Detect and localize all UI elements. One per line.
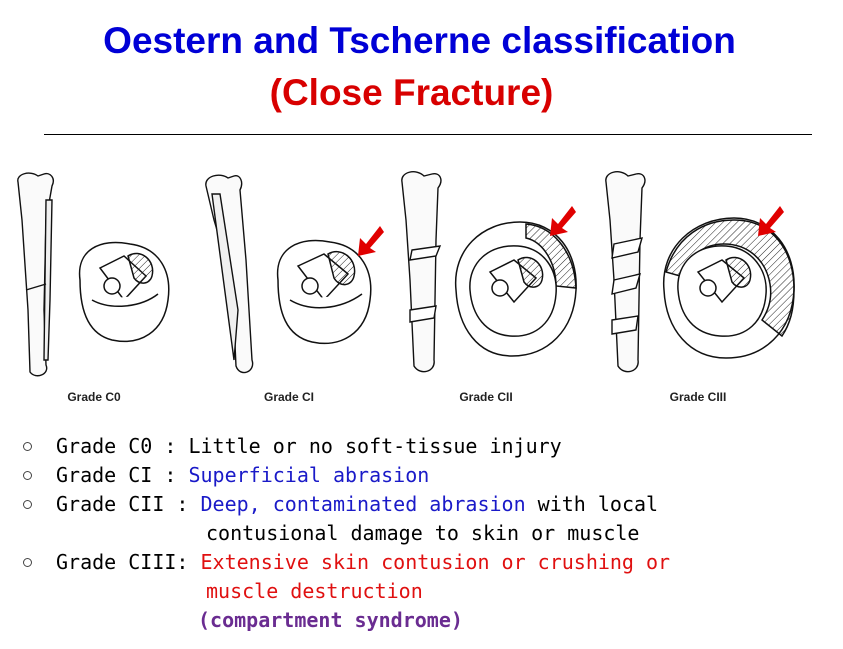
grade-label: Grade CI : bbox=[56, 463, 189, 487]
title-divider bbox=[44, 134, 812, 135]
grade-description-continuation: contusional damage to skin or muscle bbox=[206, 521, 640, 545]
figure-label-c0: Grade C0 bbox=[67, 390, 121, 404]
injury-arrow-ciii bbox=[758, 206, 784, 236]
grade-ciii-figure bbox=[605, 171, 795, 373]
grade-note: (compartment syndrome) bbox=[198, 608, 463, 632]
list-item-cii-continuation: contusional damage to skin or muscle bbox=[22, 519, 822, 548]
injury-arrow-ci bbox=[358, 226, 384, 256]
grade-description-continuation: muscle destruction bbox=[206, 579, 423, 603]
title-line-1: Oestern and Tscherne classification bbox=[103, 20, 736, 61]
grade-description: Extensive skin contusion or crushing or bbox=[200, 550, 671, 574]
cross-section-cii bbox=[454, 221, 577, 357]
list-item-cii: Grade CII : Deep, contaminated abrasion … bbox=[22, 490, 822, 519]
tibia-bone-c0 bbox=[17, 172, 54, 377]
figure-label-cii: Grade CII bbox=[459, 390, 513, 404]
list-item-ciii-note: (compartment syndrome) bbox=[22, 606, 822, 635]
figure-label-ciii: Grade CIII bbox=[669, 390, 727, 404]
cross-section-ciii bbox=[663, 217, 795, 359]
title-line-2: (Close Fracture) bbox=[269, 72, 554, 113]
cross-section-ci bbox=[276, 239, 372, 344]
tibia-bone-ci bbox=[205, 174, 254, 374]
grade-description-plain: with local bbox=[525, 492, 659, 516]
grade-c0-figure bbox=[17, 172, 170, 377]
list-item-ci: Grade CI : Superficial abrasion bbox=[22, 461, 822, 490]
grade-ci-figure bbox=[205, 174, 384, 374]
grade-description-colored: Deep, contaminated abrasion bbox=[200, 492, 526, 516]
list-item-c0: Grade C0 : Little or no soft-tissue inju… bbox=[22, 432, 822, 461]
list-item-ciii: Grade CIII: Extensive skin contusion or … bbox=[22, 548, 822, 577]
grade-label: Grade CIII: bbox=[56, 550, 201, 574]
grade-label: Grade CII : bbox=[56, 492, 201, 516]
fracture-illustration bbox=[17, 171, 795, 377]
grade-cii-figure bbox=[401, 171, 577, 373]
grade-description: Superficial abrasion bbox=[188, 463, 430, 487]
figure-label-ci: Grade CI bbox=[263, 390, 314, 404]
cross-section-c0 bbox=[78, 241, 170, 342]
list-item-ciii-continuation: muscle destruction bbox=[22, 577, 822, 606]
injury-arrow-cii bbox=[550, 206, 576, 236]
tibia-bone-ciii bbox=[605, 171, 646, 373]
grade-label: Grade C0 : bbox=[56, 434, 189, 458]
grade-list: Grade C0 : Little or no soft-tissue inju… bbox=[22, 432, 822, 635]
tibia-bone-cii bbox=[401, 171, 442, 373]
grade-description: Little or no soft-tissue injury bbox=[188, 434, 562, 458]
